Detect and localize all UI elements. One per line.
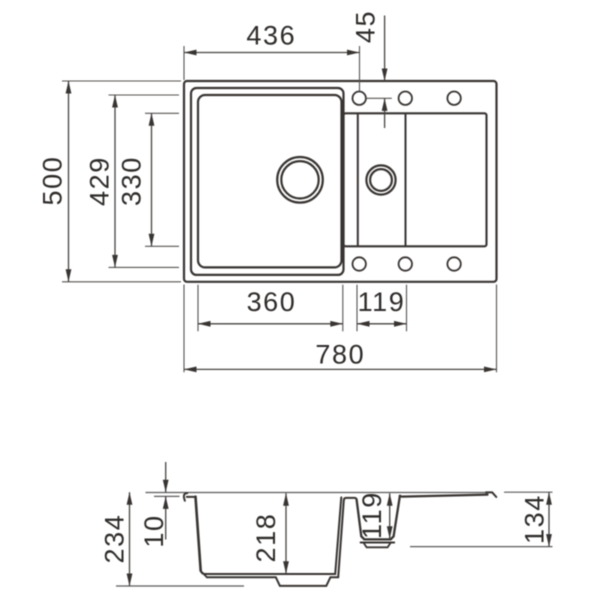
svg-text:10: 10	[139, 514, 169, 547]
svg-text:360: 360	[247, 287, 297, 317]
svg-text:436: 436	[246, 20, 296, 50]
svg-text:119: 119	[358, 287, 406, 317]
svg-text:429: 429	[85, 156, 115, 206]
svg-text:218: 218	[251, 513, 281, 563]
svg-text:500: 500	[38, 156, 68, 206]
svg-text:234: 234	[100, 514, 130, 564]
svg-text:780: 780	[315, 340, 365, 370]
svg-text:45: 45	[351, 10, 381, 43]
svg-text:134: 134	[520, 494, 550, 544]
svg-text:119: 119	[357, 491, 387, 539]
svg-text:330: 330	[117, 156, 147, 206]
